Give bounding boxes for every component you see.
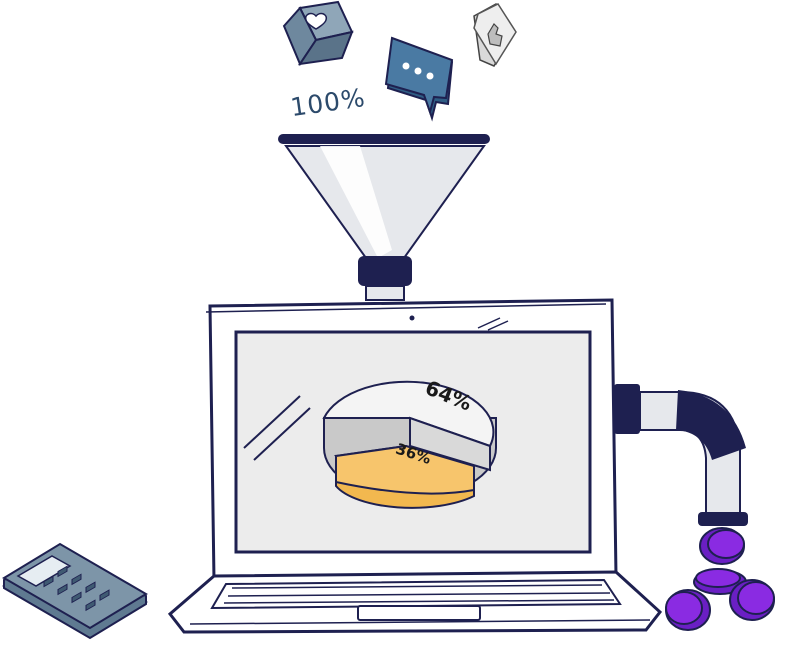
percent-100-label: 100% — [289, 83, 368, 122]
funnel-icon — [278, 134, 490, 301]
calculator-icon — [2, 542, 148, 640]
pie-chart-icon: 64% 36% — [322, 375, 497, 509]
pipe-icon — [614, 384, 748, 526]
heart-cube-icon — [282, 0, 354, 67]
thumbs-up-icon — [473, 3, 517, 67]
keyboard — [223, 584, 615, 604]
chat-bubble-icon — [384, 36, 454, 122]
pie-slice-large — [322, 380, 495, 448]
trackpad — [357, 605, 481, 621]
coin-stack-icon — [665, 527, 775, 631]
